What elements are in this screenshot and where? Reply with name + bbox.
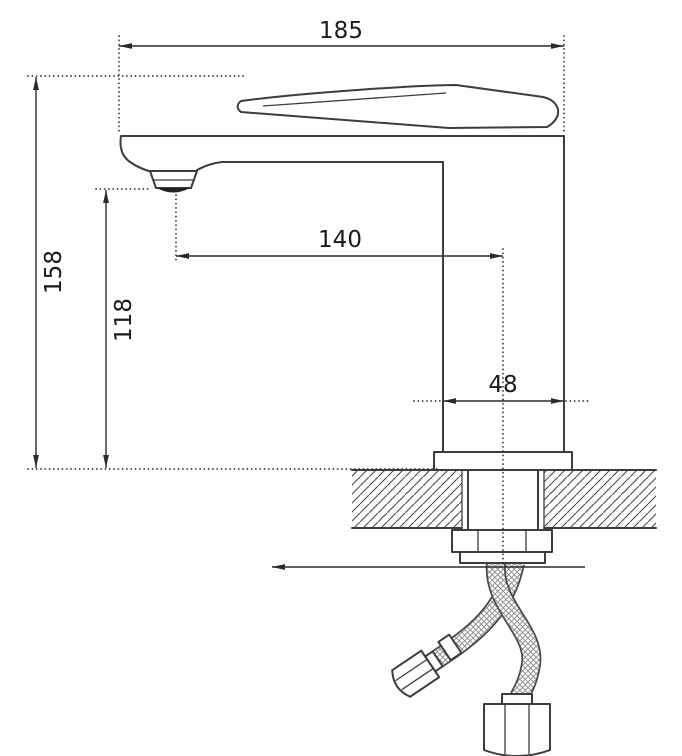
dimension-label-158: 158 <box>41 250 67 294</box>
supply-hoses <box>391 560 551 756</box>
dimension-label-185: 185 <box>319 18 363 44</box>
countertop-hatch-right <box>544 471 656 527</box>
dimension-label-48: 48 <box>488 372 517 398</box>
countertop-hatch-left <box>352 471 462 527</box>
faucet-spout-top <box>119 135 565 453</box>
locknut <box>451 529 553 553</box>
hose-bottom-hex-nut <box>483 693 551 756</box>
dimension-158-total-height: 158 <box>27 75 439 470</box>
dimension-140-spout-reach: 140 <box>175 194 504 566</box>
dimension-185-total-width: 185 <box>118 18 565 133</box>
dimension-label-118: 118 <box>111 298 137 342</box>
dimension-118-spout-height: 118 <box>95 188 151 468</box>
hose-left-hex-nut <box>391 649 444 698</box>
dimension-48-body-width: 48 <box>413 372 591 404</box>
faucet-lever-contour <box>262 92 447 107</box>
dimension-label-140: 140 <box>318 227 362 253</box>
hose-left-ferrule <box>437 633 463 662</box>
countertop-section <box>351 469 657 532</box>
supply-hose-right-braid <box>487 562 540 704</box>
faucet-spout-underside <box>196 161 444 453</box>
spout-aerator-mesh <box>157 188 190 193</box>
fastening-assembly <box>451 529 553 553</box>
faucet-lever <box>236 84 560 129</box>
faucet-figure <box>119 84 573 471</box>
